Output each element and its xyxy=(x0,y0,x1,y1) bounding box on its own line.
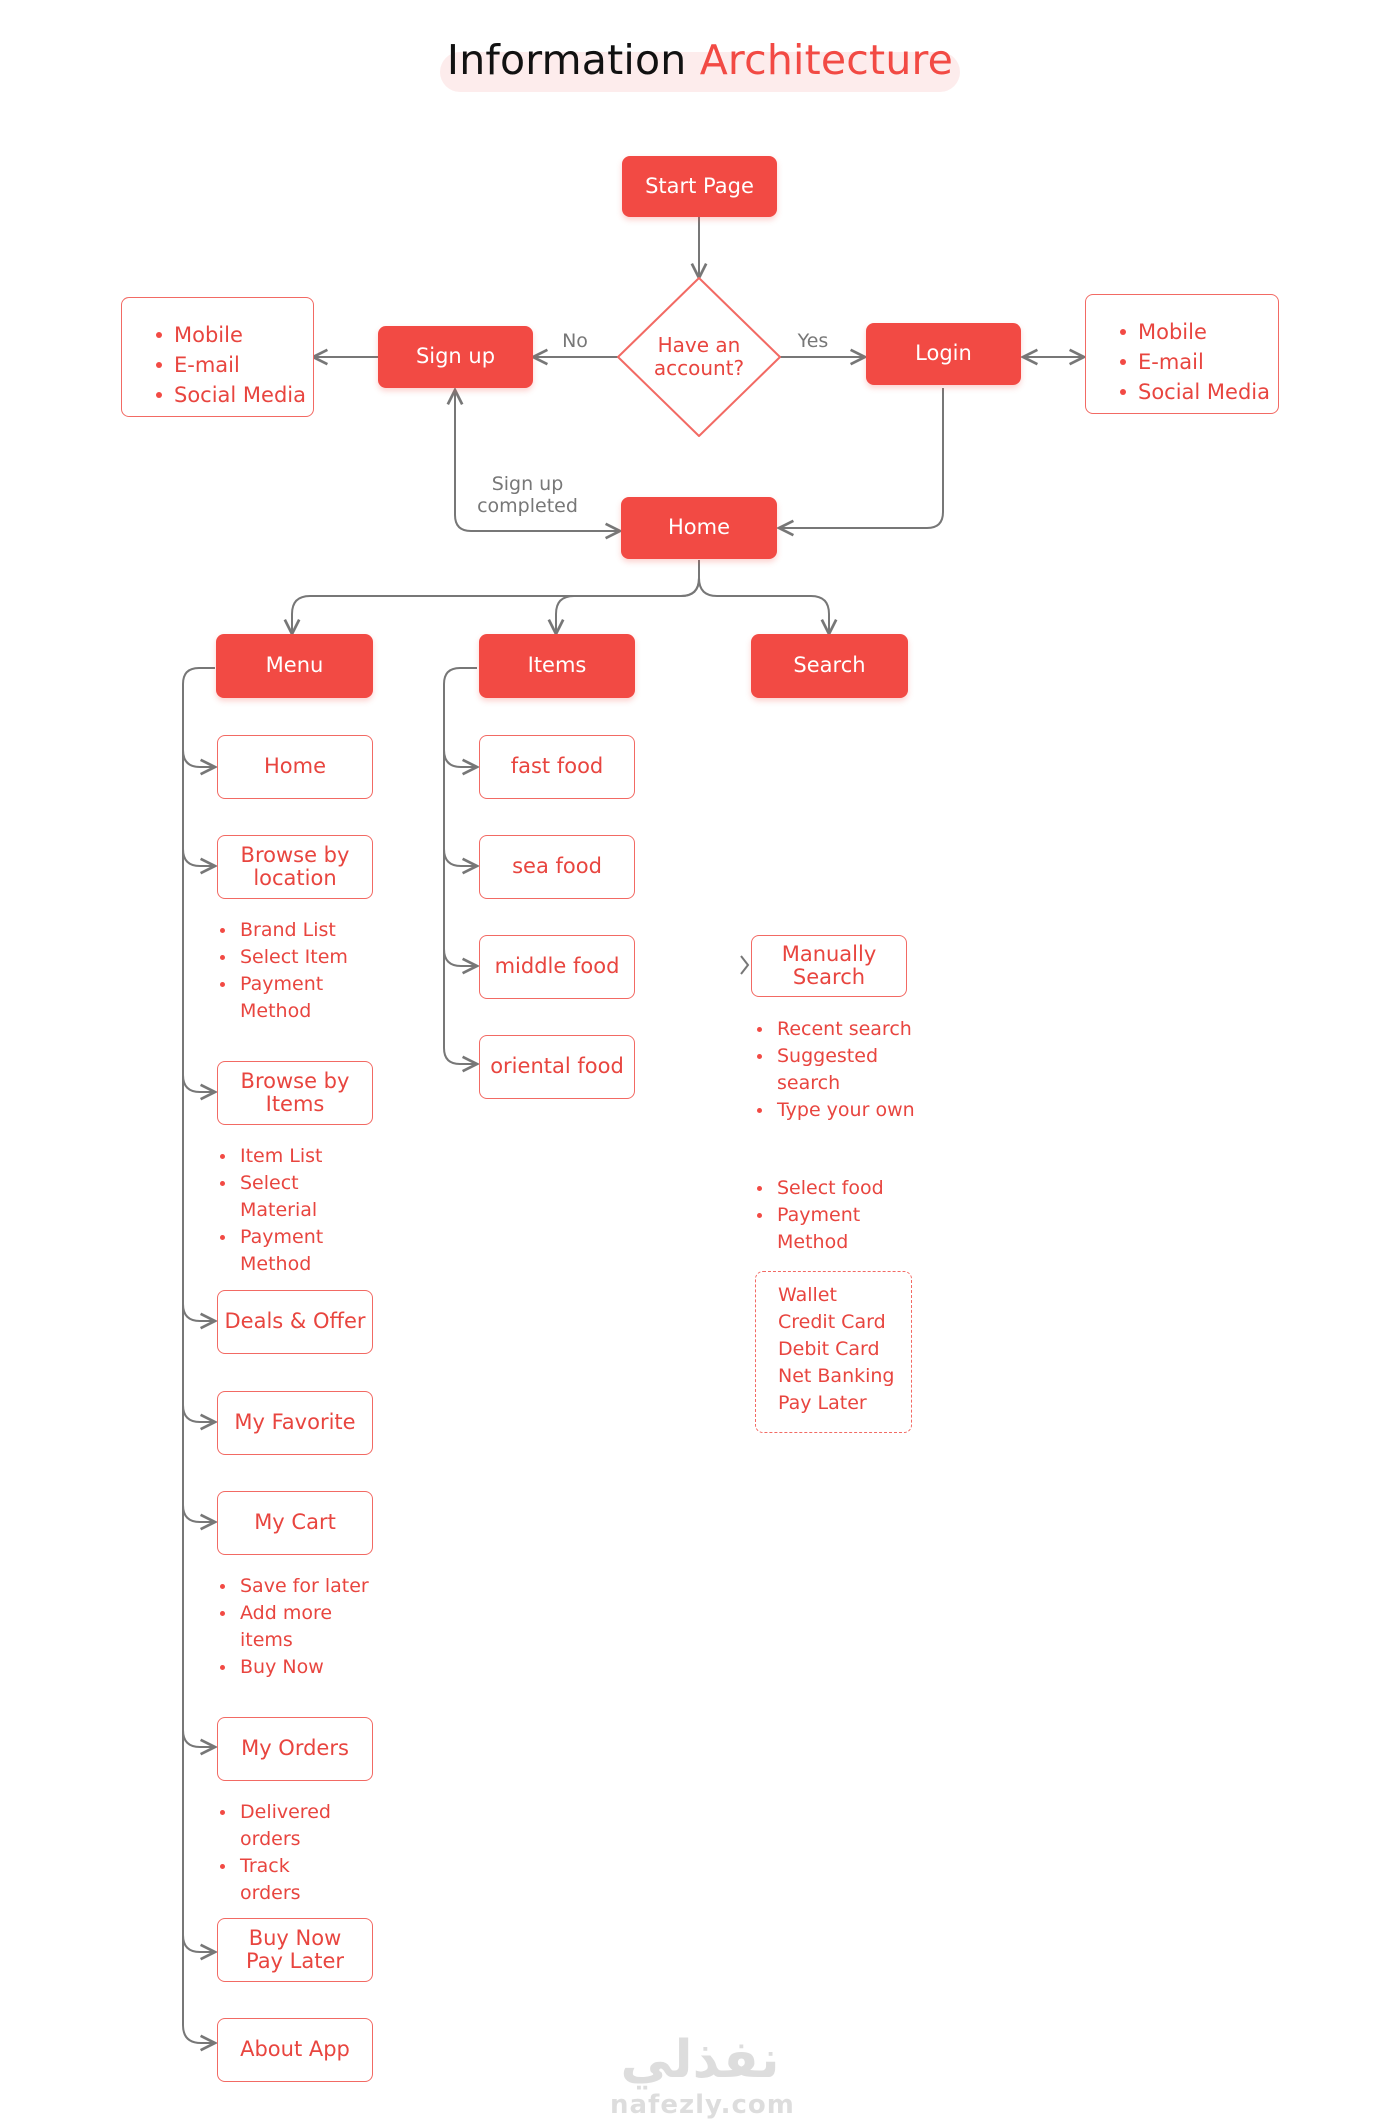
manually-search-node: Manually Search xyxy=(751,935,907,997)
page-title: Information Architecture xyxy=(0,36,1400,84)
signup-option: Mobile xyxy=(156,320,313,350)
manual-search-list: Recent search Suggested search Type your… xyxy=(757,1016,917,1124)
list-item: Select Item xyxy=(220,944,370,971)
payment-method: Net Banking xyxy=(778,1365,895,1387)
search-node: Search xyxy=(751,634,908,698)
home-node: Home xyxy=(621,497,777,559)
login-option: E-mail xyxy=(1120,347,1278,377)
login-option: Social Media xyxy=(1120,377,1278,407)
edge-label-signup-completed: Sign up completed xyxy=(477,473,578,517)
menu-home-node: Home xyxy=(217,735,373,799)
signup-node: Sign up xyxy=(378,326,533,388)
list-item: Add more items xyxy=(220,1600,370,1654)
start-page-node: Start Page xyxy=(622,156,777,217)
payment-method: Pay Later xyxy=(778,1392,867,1414)
list-item: Payment Method xyxy=(757,1202,887,1256)
my-orders-node: My Orders xyxy=(217,1717,373,1781)
login-options-box: Mobile E-mail Social Media xyxy=(1085,294,1279,414)
about-app-node: About App xyxy=(217,2018,373,2082)
list-item: Item List xyxy=(220,1143,340,1170)
watermark-logo: نفذلي xyxy=(620,2030,780,2090)
payment-method: Wallet xyxy=(778,1284,837,1306)
buy-now-pay-later-node: Buy Now Pay Later xyxy=(217,1918,373,1982)
fast-food-node: fast food xyxy=(479,735,635,799)
signup-options-box: Mobile E-mail Social Media xyxy=(121,297,314,417)
browse-location-list: Brand List Select Item Payment Method xyxy=(220,917,370,1025)
oriental-food-node: oriental food xyxy=(479,1035,635,1099)
list-item: Select food xyxy=(757,1175,887,1202)
edge-label-no: No xyxy=(562,330,588,352)
menu-node: Menu xyxy=(216,634,373,698)
title-highlight xyxy=(440,52,960,92)
payment-method: Credit Card xyxy=(778,1311,886,1333)
decision-diamond xyxy=(617,277,781,437)
my-favorite-node: My Favorite xyxy=(217,1391,373,1455)
my-cart-list: Save for later Add more items Buy Now xyxy=(220,1573,370,1681)
list-item: Payment Method xyxy=(220,1224,340,1278)
middle-food-node: middle food xyxy=(479,935,635,999)
payment-methods-box: Wallet Credit Card Debit Card Net Bankin… xyxy=(755,1271,912,1433)
signup-option: E-mail xyxy=(156,350,313,380)
list-item: Recent search xyxy=(757,1016,917,1043)
browse-items-node: Browse by Items xyxy=(217,1061,373,1125)
sea-food-node: sea food xyxy=(479,835,635,899)
list-item: Save for later xyxy=(220,1573,370,1600)
list-item: Track orders xyxy=(220,1853,355,1907)
browse-location-node: Browse by location xyxy=(217,835,373,899)
login-option: Mobile xyxy=(1120,317,1278,347)
list-item: Type your own xyxy=(757,1097,917,1124)
items-node: Items xyxy=(479,634,635,698)
list-item: Brand List xyxy=(220,917,370,944)
signup-option: Social Media xyxy=(156,380,313,410)
title-accent: Architecture xyxy=(699,36,954,84)
list-item: Delivered orders xyxy=(220,1799,355,1853)
browse-items-list: Item List Select Material Payment Method xyxy=(220,1143,340,1278)
select-food-list: Select food Payment Method xyxy=(757,1175,887,1256)
list-item: Suggested search xyxy=(757,1043,917,1097)
payment-method: Debit Card xyxy=(778,1338,880,1360)
list-item: Payment Method xyxy=(220,971,370,1025)
edge-label-yes: Yes xyxy=(797,330,829,352)
my-orders-list: Delivered orders Track orders xyxy=(220,1799,355,1907)
list-item: Select Material xyxy=(220,1170,340,1224)
title-prefix: Information xyxy=(446,36,687,84)
login-node: Login xyxy=(866,323,1021,385)
list-item: Buy Now xyxy=(220,1654,370,1681)
watermark-url: nafezly.com xyxy=(610,2090,795,2120)
deals-offer-node: Deals & Offer xyxy=(217,1290,373,1354)
decision-node-label: Have an account? xyxy=(653,333,745,380)
my-cart-node: My Cart xyxy=(217,1491,373,1555)
